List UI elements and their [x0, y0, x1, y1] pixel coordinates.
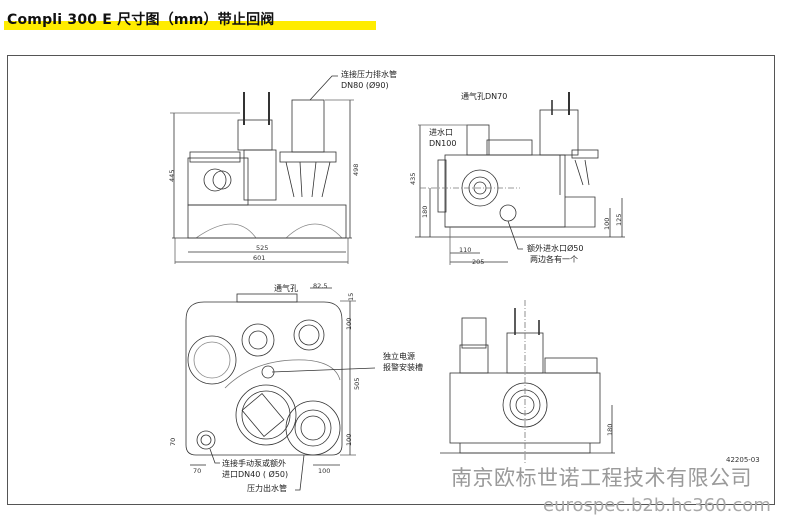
inlet-label: 进水口 — [429, 128, 453, 137]
dim-width-outer: 601 — [253, 254, 266, 262]
dim-82-5: 82.5 — [313, 282, 328, 290]
title-highlight — [4, 21, 376, 30]
alarm-label-2: 报警安装槽 — [383, 363, 423, 372]
dim-110: 110 — [459, 246, 472, 254]
extra-inlet-note: 两边各有一个 — [530, 255, 578, 264]
drawing-frame — [7, 55, 775, 505]
vent-label: 通气孔DN70 — [461, 92, 508, 101]
inlet-size: DN100 — [429, 139, 457, 148]
page-title: Compli 300 E 尺寸图（mm）带止回阀 — [7, 12, 275, 28]
dim-70-vertical: 70 — [169, 437, 177, 446]
dim-inlet-height: 180 — [421, 205, 429, 218]
watermark-url: eurospec.b2b.hc360.com — [543, 495, 771, 516]
manual-pump-label-2: 进口DN40 ( Ø50) — [222, 470, 289, 479]
pressure-pipe-label: 连接压力排水管 — [341, 70, 397, 79]
top-vent-label: 通气孔 — [274, 284, 298, 293]
side-view — [415, 92, 625, 265]
dim-height-left: 445 — [168, 169, 176, 182]
top-view — [185, 287, 376, 491]
manual-pump-label-1: 连接手动泵或额外 — [222, 459, 286, 468]
dim-height: 435 — [409, 172, 417, 185]
dim-505: 505 — [353, 377, 361, 390]
watermark-company: 南京欧标世诺工程技术有限公司 — [451, 466, 752, 490]
dim-100-top: 100 — [345, 317, 353, 330]
dim-205: 205 — [472, 258, 485, 266]
alarm-label-1: 独立电源 — [383, 352, 415, 361]
extra-inlet-label: 额外进水口Ø50 — [527, 244, 584, 253]
front-view — [170, 75, 354, 264]
dim-100-horizontal: 100 — [318, 467, 331, 475]
dim-15: 15 — [347, 292, 355, 301]
rear-view — [440, 300, 615, 465]
dim-100-bottom: 100 — [345, 433, 353, 446]
dim-125: 125 — [615, 213, 623, 226]
dim-height-right: 498 — [352, 163, 360, 176]
pressure-pipe-size: DN80 (Ø90) — [341, 81, 389, 90]
drawing-code: 42205-03 — [726, 456, 760, 464]
dim-180: 180 — [606, 423, 614, 436]
dim-100: 100 — [603, 217, 611, 230]
dim-70-horizontal: 70 — [193, 467, 202, 475]
pressure-outlet-label: 压力出水管 — [247, 484, 287, 493]
dim-width-inner: 525 — [256, 244, 269, 252]
